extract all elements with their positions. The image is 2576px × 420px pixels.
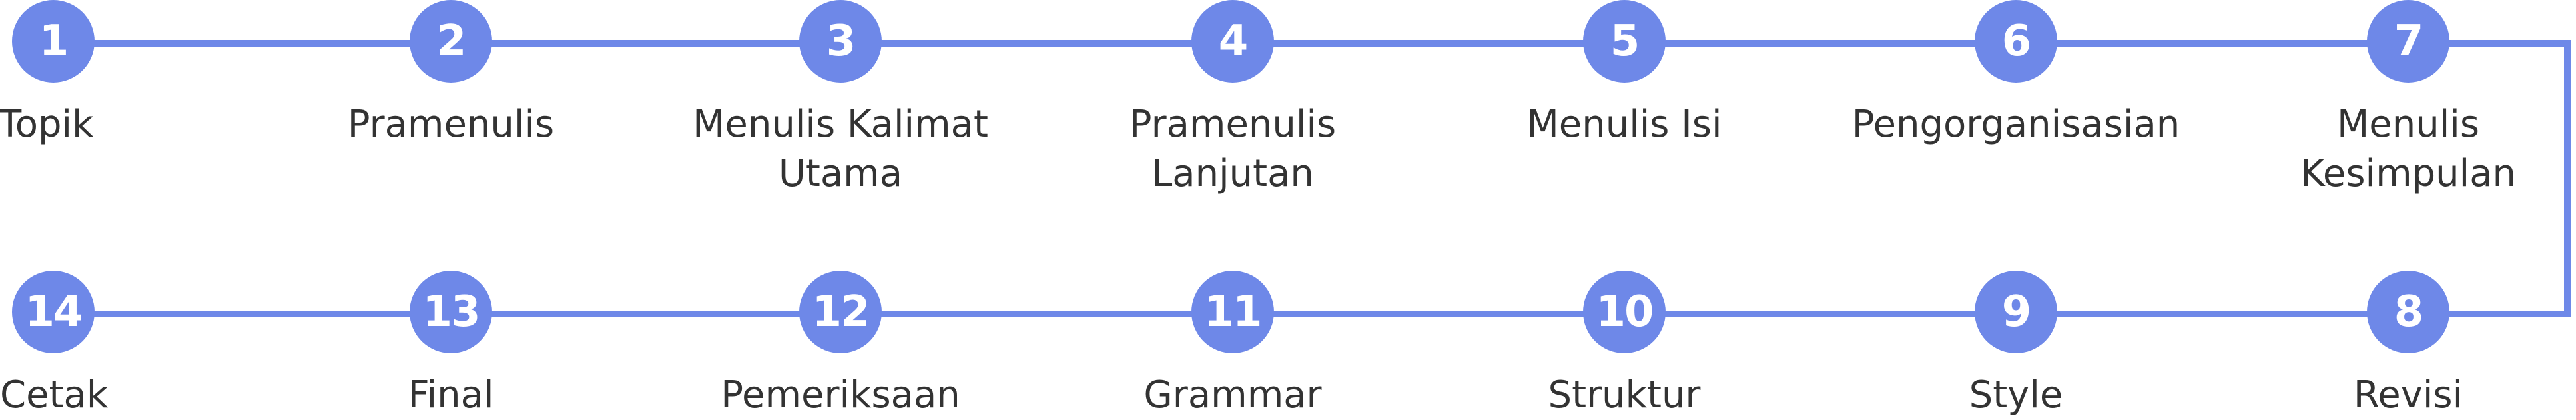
step-number-badge: 10 <box>1583 271 1666 353</box>
track-line-top <box>53 40 2571 47</box>
step-number-badge: 5 <box>1583 0 1666 83</box>
step-number-badge: 1 <box>12 0 95 83</box>
step-label: Pengorganisasian <box>1851 103 2180 146</box>
step-label: Menulis Kesimpulan <box>2300 103 2517 195</box>
step-label: Style <box>1969 373 2063 417</box>
track-line-bottom <box>53 311 2571 317</box>
step-number-badge: 12 <box>799 271 882 353</box>
step-number-badge: 3 <box>799 0 882 83</box>
step-label: Pramenulis Lanjutan <box>1129 103 1337 195</box>
step-number-badge: 2 <box>410 0 492 83</box>
step-number-badge: 13 <box>410 271 492 353</box>
step-label: Struktur <box>1548 373 1701 417</box>
step-label: Revisi <box>2353 373 2463 417</box>
step-number-badge: 8 <box>2367 271 2449 353</box>
step-label: Grammar <box>1143 373 1322 417</box>
track-line-right <box>2564 40 2571 317</box>
step-number-badge: 4 <box>1191 0 1274 83</box>
step-number-badge: 11 <box>1191 271 1274 353</box>
step-label: Final <box>408 373 494 417</box>
step-label: Pemeriksaan <box>721 373 960 417</box>
step-label: Topik <box>0 103 94 146</box>
step-label: Pramenulis <box>347 103 555 146</box>
step-label: Cetak <box>0 373 109 417</box>
step-label: Menulis Kalimat Utama <box>693 103 988 195</box>
step-label: Menulis Isi <box>1526 103 1722 146</box>
step-number-badge: 14 <box>12 271 95 353</box>
step-number-badge: 9 <box>1975 271 2057 353</box>
step-number-badge: 6 <box>1975 0 2057 83</box>
step-number-badge: 7 <box>2367 0 2449 83</box>
